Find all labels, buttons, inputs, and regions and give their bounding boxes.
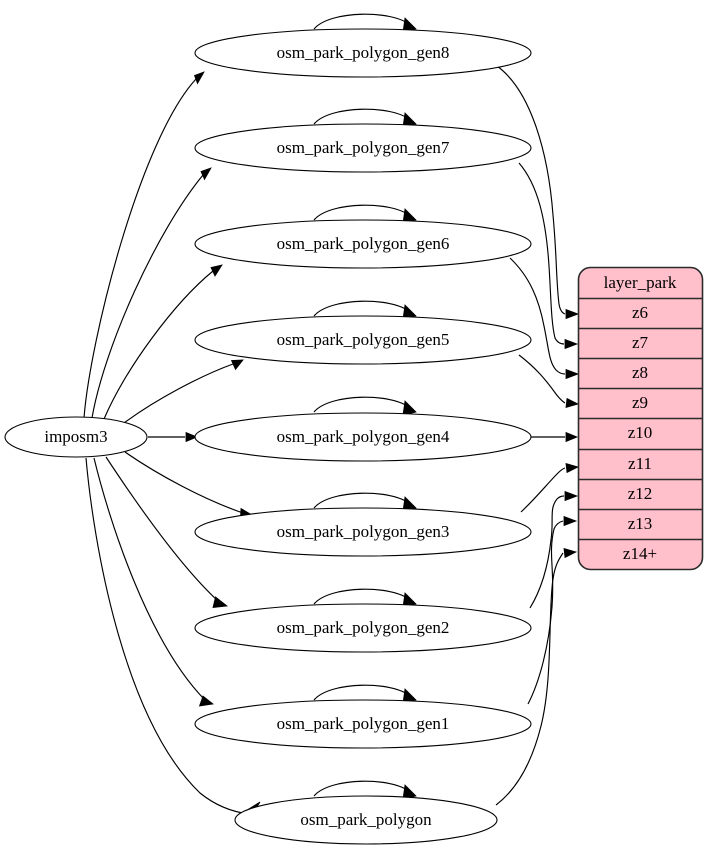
layer-park-row-z14plus[interactable]: z14+ [623,544,657,563]
edge-gen6-to-z8 [509,257,580,380]
node-osm_park_polygon_gen2[interactable]: osm_park_polygon_gen2 [194,588,532,653]
ellipse-gen7[interactable] [194,123,532,173]
layer-park-row-z7[interactable]: z7 [632,333,649,352]
layer-park-rules [578,297,703,541]
edge-imposm3-to-gen4 [148,431,199,443]
ellipse-gen8[interactable] [194,28,532,78]
edge-gen4-to-z10 [531,431,579,443]
ellipse-gen5[interactable] [194,315,532,365]
edge-gen3-to-z11 [520,462,580,513]
ellipse-gen6[interactable] [194,219,532,269]
ellipse-imposm3[interactable] [4,416,148,458]
node-label-gen1: osm_park_polygon_gen1 [277,714,450,733]
edge-gen5-to-z9 [518,354,580,409]
nodes-osm-tables: osm_park_polygon_gen8 osm_park_polygon_g… [194,13,532,845]
layer-park-table[interactable]: layer_park z6 z7 z8 z9 z10 z11 z12 z13 z… [577,266,704,571]
edge-imposm3-to-gen5 [123,359,244,424]
layer-park-row-z10[interactable]: z10 [628,423,653,442]
ellipse-base[interactable] [234,795,498,845]
edge-imposm3-to-gen7 [91,167,212,419]
self-loop-gen5 [313,300,411,317]
node-osm_park_polygon_gen8[interactable]: osm_park_polygon_gen8 [194,13,532,78]
layer-park-row-z8[interactable]: z8 [632,363,648,382]
edge-osm-park-polygon-to-z14plus [495,547,578,806]
ellipse-gen2[interactable] [194,603,532,653]
edge-imposm3-to-gen1 [93,457,214,707]
ellipse-gen4[interactable] [194,412,532,462]
edge-gen7-to-z7 [518,162,579,350]
self-loop-gen3 [313,492,411,509]
node-label-base: osm_park_polygon [300,810,432,829]
self-loop-base [313,780,411,797]
node-osm_park_polygon_gen7[interactable]: osm_park_polygon_gen7 [194,108,532,173]
node-label-gen8: osm_park_polygon_gen8 [277,43,450,62]
layer-park-row-z6[interactable]: z6 [632,303,648,322]
node-label-gen5: osm_park_polygon_gen5 [277,330,450,349]
layer-park-row-z12[interactable]: z12 [628,484,653,503]
node-label-gen2: osm_park_polygon_gen2 [277,618,450,637]
node-label-gen4: osm_park_polygon_gen4 [277,427,450,446]
node-label-gen7: osm_park_polygon_gen7 [277,138,450,157]
edge-gen2-to-z12 [529,490,579,609]
edge-gen1-to-z13 [527,515,578,705]
edges-to-layer-park [495,65,580,806]
node-label-imposm3: imposm3 [44,427,107,446]
layer-park-row-z11[interactable]: z11 [628,454,652,473]
edges-from-imposm3 [83,71,261,816]
self-loop-gen8 [313,13,411,30]
node-osm_park_polygon_gen1[interactable]: osm_park_polygon_gen1 [194,684,532,749]
ellipse-gen3[interactable] [194,507,532,557]
edge-imposm3-to-gen2 [105,456,229,608]
self-loop-gen4 [313,396,411,413]
edge-imposm3-to-gen3 [124,451,254,518]
layer-park-header-label: layer_park [604,273,677,292]
edge-gen8-to-z6 [496,65,580,320]
self-loop-gen2 [313,588,411,605]
edge-imposm3-to-gen8 [83,71,205,419]
layer-park-row-z9[interactable]: z9 [632,393,648,412]
node-osm_park_polygon[interactable]: osm_park_polygon [234,780,498,845]
ellipse-gen1[interactable] [194,699,532,749]
node-osm_park_polygon_gen5[interactable]: osm_park_polygon_gen5 [194,300,532,365]
node-label-gen3: osm_park_polygon_gen3 [277,522,450,541]
node-label-gen6: osm_park_polygon_gen6 [277,234,450,253]
self-loop-gen6 [313,204,411,221]
node-osm_park_polygon_gen4[interactable]: osm_park_polygon_gen4 [194,396,532,462]
layer-park-row-z13[interactable]: z13 [628,514,653,533]
node-imposm3[interactable]: imposm3 [4,416,148,458]
self-loop-arrow-gen4 [402,400,417,416]
edge-imposm3-to-gen6 [103,264,223,420]
self-loop-gen1 [313,684,411,701]
self-loop-gen7 [313,108,411,125]
node-osm_park_polygon_gen6[interactable]: osm_park_polygon_gen6 [194,204,532,269]
node-osm_park_polygon_gen3[interactable]: osm_park_polygon_gen3 [194,492,532,557]
